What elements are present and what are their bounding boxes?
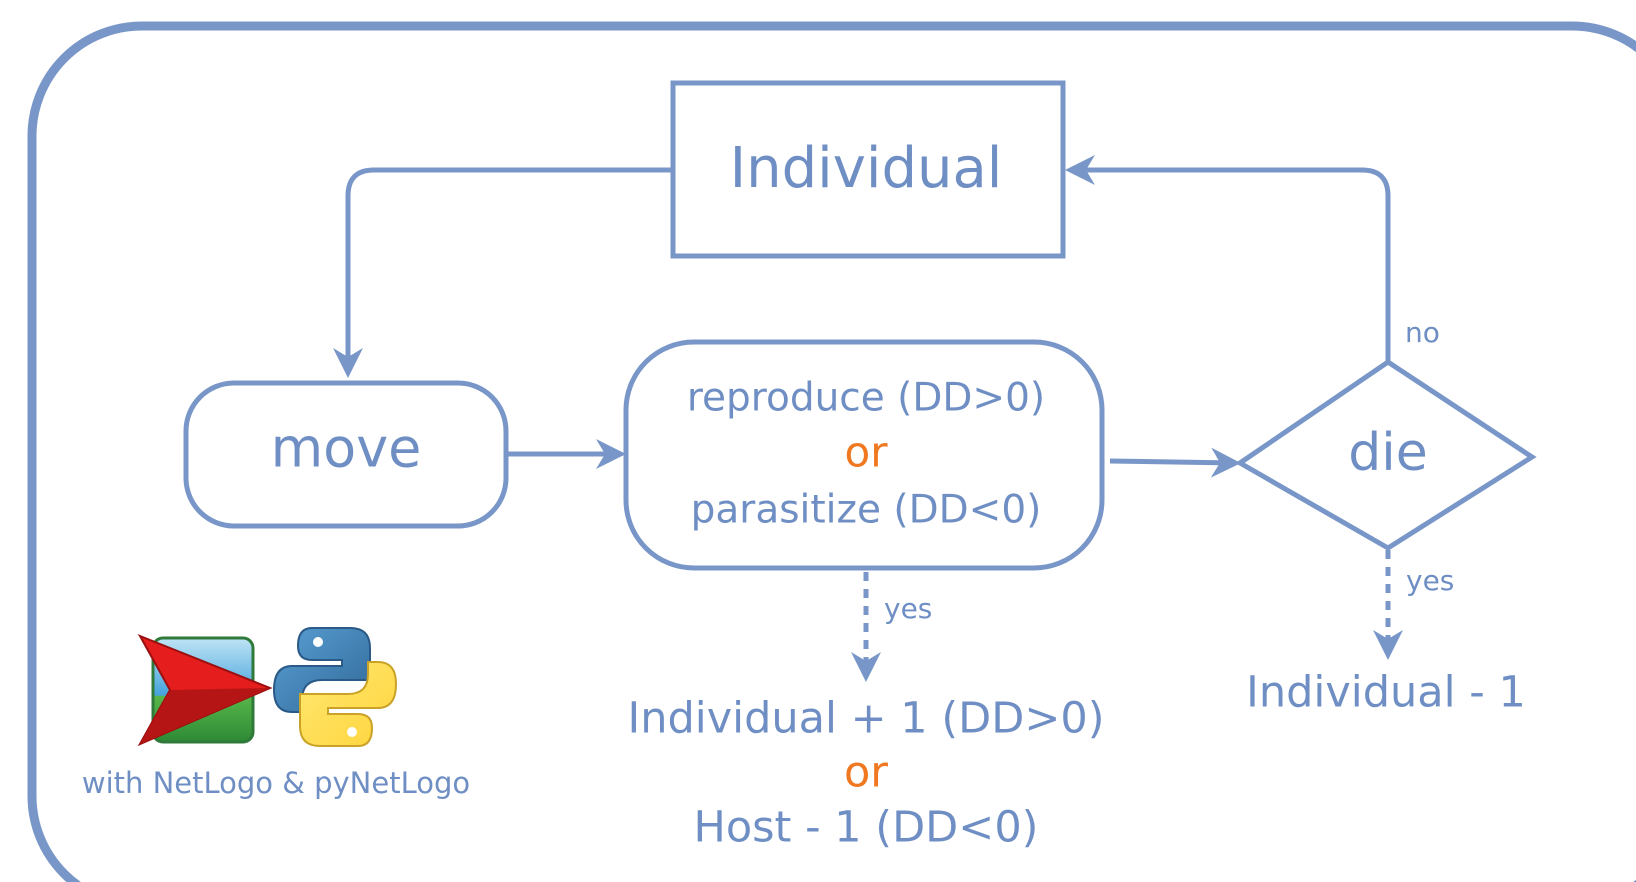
die-node: die	[1235, 358, 1537, 551]
edge-action-to-die	[1109, 447, 1241, 478]
edge-label-yes-action: yes	[884, 592, 932, 625]
outcome-individual-plus: Individual + 1 (DD>0)	[628, 694, 1105, 744]
outcome-host-minus: Host - 1 (DD<0)	[694, 803, 1039, 853]
python-icon	[272, 627, 398, 747]
edge-label-yes-die: yes	[1406, 564, 1454, 597]
action-label-parasitize: parasitize (DD<0)	[691, 488, 1042, 533]
die-label: die	[1348, 423, 1427, 483]
edge-die-to-individual-no	[1065, 155, 1391, 362]
outcome-individual-minus: Individual - 1	[1246, 668, 1526, 718]
move-node: move	[183, 380, 509, 529]
action-label-or: or	[845, 428, 889, 477]
edge-label-no: no	[1405, 316, 1440, 349]
outcome-or: or	[844, 748, 888, 798]
netlogo-icon	[137, 634, 273, 747]
action-outcome: Individual + 1 (DD>0) or Host - 1 (DD<0)	[628, 694, 1105, 853]
logos-caption: with NetLogo & pyNetLogo	[82, 766, 470, 800]
outer-frame	[27, 21, 1636, 882]
action-node: reproduce (DD>0) or parasitize (DD<0)	[623, 339, 1105, 571]
edge-individual-to-move	[333, 167, 673, 378]
action-label-reproduce: reproduce (DD>0)	[687, 376, 1045, 421]
move-label: move	[271, 417, 422, 480]
individual-label: Individual	[730, 136, 1003, 201]
individual-node: Individual	[670, 80, 1066, 259]
